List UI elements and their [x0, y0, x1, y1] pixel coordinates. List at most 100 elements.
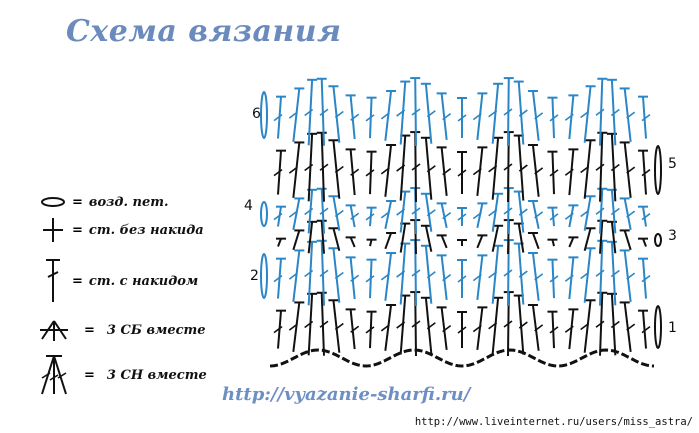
row-1-stitch-bar [472, 324, 482, 333]
row-3-stitch [440, 234, 448, 249]
row-4-stitch-bar [488, 209, 498, 217]
row-6-stitch-bar [273, 113, 283, 122]
row-5-stitch-bar [472, 167, 482, 176]
row-number: 3 [668, 228, 677, 244]
row-1-stitch-bar [288, 323, 298, 331]
row-1-stitch [531, 304, 540, 351]
row-1-stitch-bar [626, 323, 636, 331]
row-1-stitch [307, 293, 314, 356]
row-4-stitch [292, 198, 301, 231]
row-4-stitch [440, 203, 448, 229]
row-6-stitch [424, 83, 433, 144]
row-2-stitch [623, 250, 632, 302]
row-6-stitch-bar [380, 112, 390, 120]
row-6-stitch [583, 86, 592, 143]
site-url[interactable]: http://vyazanie-sharfi.ru/ [222, 384, 471, 405]
legend-equals: = [72, 222, 83, 238]
row-3-stitch [599, 220, 604, 254]
row-2-stitch-bar [319, 269, 329, 277]
row-3-stitch [384, 232, 392, 250]
row-2-stitch [440, 255, 448, 300]
row-4-stitch [399, 191, 407, 233]
row-1-stitch [349, 309, 356, 350]
row-number: 5 [668, 156, 677, 172]
chain-icon [36, 182, 70, 222]
row-1-stitch-bar [564, 325, 574, 333]
double-crochet-icon [36, 256, 70, 306]
row-1-stitch [610, 293, 617, 356]
row-6-stitch [642, 96, 647, 139]
row-1-stitch-bar [503, 320, 513, 328]
row-6-stitch-bar [626, 111, 636, 119]
legend-label: возд. пет. [88, 194, 169, 210]
row-3-stitch [491, 225, 500, 252]
row-6-stitch-bar [641, 113, 651, 122]
row-5-stitch-bar [334, 165, 344, 174]
row-2-stitch-bar [411, 269, 421, 277]
row-1-stitch-bar [595, 320, 605, 328]
row-2-stitch-bar [472, 273, 482, 282]
row-4-stitch [583, 196, 592, 231]
row-2-stitch-bar [426, 271, 436, 279]
row-1-stitch [517, 295, 525, 355]
row-1-stitch-bar [334, 322, 344, 331]
row-6-stitch-bar [472, 112, 482, 121]
row-1-stitch-bar [304, 320, 314, 329]
row-5-stitch-bar [319, 163, 329, 171]
row-1-stitch-bar [549, 326, 559, 334]
row-2-stitch [583, 248, 592, 303]
row-4-stitch-bar [288, 210, 298, 218]
row-5-stitch [424, 137, 433, 200]
row-6-stitch-bar [503, 108, 513, 116]
legend-equals: = [72, 273, 83, 289]
row-3-stitch [568, 236, 575, 248]
row-1-stitch-bar [457, 326, 467, 334]
legend-item-sc3tog: = 3 СБ вместе [36, 310, 206, 350]
row-number: 6 [252, 106, 261, 122]
row-5-stitch [349, 149, 356, 196]
row-2-stitch-bar [288, 272, 298, 280]
row-1-stitch-bar [610, 320, 620, 329]
row-2-stitch-bar [380, 273, 390, 281]
row-2-stitch [332, 248, 341, 303]
row-5-stitch [399, 135, 407, 201]
row-4-stitch-bar [319, 207, 329, 215]
row-2-stitch-bar [273, 274, 283, 283]
row-1-stitch [642, 310, 647, 349]
row-4-stitch-bar [518, 208, 528, 216]
row-1-stitch [583, 300, 592, 353]
row-6-stitch [517, 81, 525, 145]
row-1-stitch [623, 302, 632, 352]
row-3-stitch [320, 220, 325, 254]
row-4-stitch-bar [380, 211, 390, 219]
row-3-stitch [292, 230, 301, 251]
row-2-stitch [531, 252, 540, 301]
legend-item-dc3tog: = 3 СН вместе [36, 352, 207, 398]
legend-equals: = [84, 322, 95, 338]
row-6-stitch-bar [564, 113, 574, 121]
row-5-stitch-bar [534, 167, 544, 175]
row-5-stitch-bar [488, 165, 498, 173]
row-5-stitch-bar [288, 166, 298, 174]
row-5-stitch-bar [442, 167, 452, 176]
row-1-stitch [476, 307, 484, 350]
row-1-stitch-bar [396, 321, 406, 329]
row-4-stitch-bar [304, 207, 314, 216]
row-2-stitch-bar [610, 269, 620, 278]
row-5-stitch-bar [396, 164, 406, 172]
row-4-stitch [531, 200, 540, 229]
row-2-stitch [476, 255, 484, 300]
row-2-stitch-bar [350, 274, 360, 282]
row-4-stitch [332, 196, 341, 231]
row-2-stitch-bar [518, 270, 528, 278]
row-2-stitch-bar [595, 269, 605, 277]
row-4-stitch-bar [411, 207, 421, 215]
row-1-stitch [424, 297, 433, 354]
row-6-stitch [568, 95, 575, 140]
row-1-stitch-bar [273, 325, 283, 334]
row-6-stitch [292, 88, 301, 142]
row-1-stitch-bar [411, 320, 421, 328]
source-url[interactable]: http://www.liveinternet.ru/users/miss_as… [414, 416, 693, 428]
row-4-stitch [349, 205, 356, 228]
